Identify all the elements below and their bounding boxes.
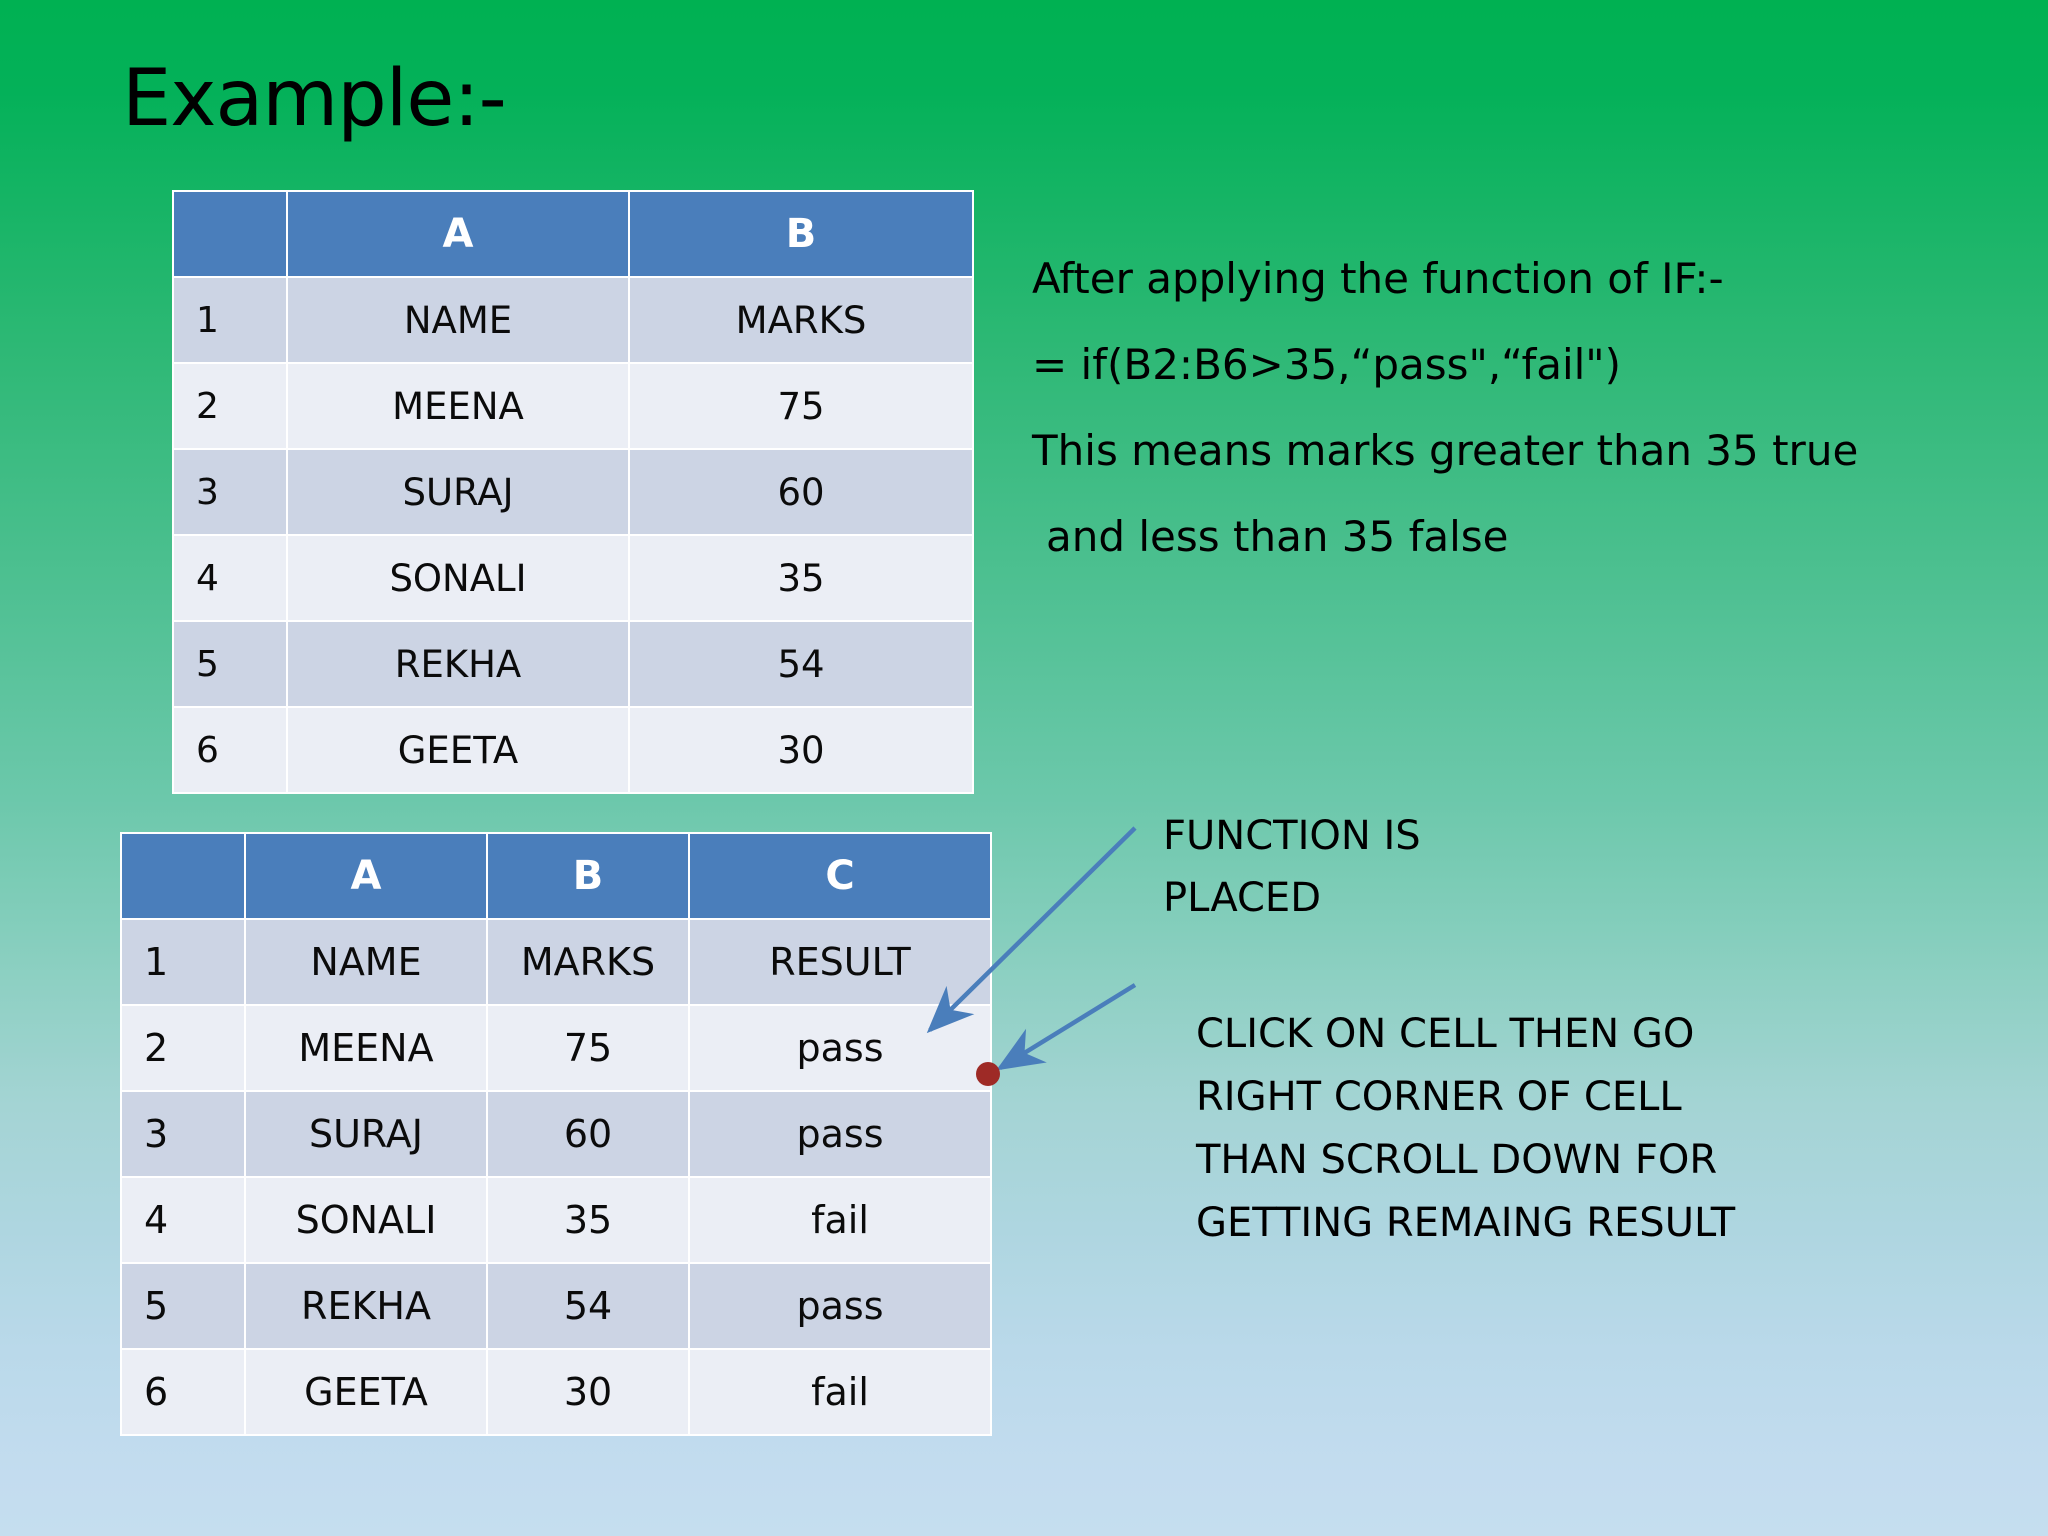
cell-marks[interactable]: 35 [488, 1178, 688, 1262]
row-number[interactable]: 5 [122, 1264, 244, 1348]
row-number[interactable]: 2 [122, 1006, 244, 1090]
cell-marks[interactable]: 54 [488, 1264, 688, 1348]
row-number[interactable]: 5 [174, 622, 286, 706]
cell-marks[interactable]: 30 [488, 1350, 688, 1434]
cell-name[interactable]: NAME [288, 278, 628, 362]
table-row: 4 SONALI 35 fail [122, 1178, 990, 1262]
cell-name[interactable]: SURAJ [288, 450, 628, 534]
row-number[interactable]: 6 [122, 1350, 244, 1434]
column-header-b[interactable]: B [488, 834, 688, 918]
explanation-line-meaning-1: This means marks greater than 35 true [1032, 426, 1859, 475]
cell-name[interactable]: SURAJ [246, 1092, 486, 1176]
cell-result[interactable]: fail [690, 1178, 990, 1262]
table-row: 3 SURAJ 60 [174, 450, 972, 534]
table-row: 3 SURAJ 60 pass [122, 1092, 990, 1176]
column-header-b[interactable]: B [630, 192, 972, 276]
cell-name[interactable]: MEENA [246, 1006, 486, 1090]
cell-name[interactable]: SONALI [246, 1178, 486, 1262]
note-fill-handle-steps: CLICK ON CELL THEN GO RIGHT CORNER OF CE… [1196, 1003, 1735, 1255]
note-function-placed-line-1: FUNCTION IS [1163, 813, 1421, 859]
marks-table: A B 1 NAME MARKS 2 MEENA 75 3 SURAJ 60 4… [172, 190, 974, 794]
cell-name[interactable]: GEETA [246, 1350, 486, 1434]
cell-marks[interactable]: MARKS [488, 920, 688, 1004]
cell-result[interactable]: fail [690, 1350, 990, 1434]
explanation-line-formula: = if(B2:B6>35,“pass",“fail") [1032, 340, 1622, 389]
cell-result[interactable]: pass [690, 1006, 990, 1090]
cell-name[interactable]: REKHA [288, 622, 628, 706]
table-row: 2 MEENA 75 pass [122, 1006, 990, 1090]
row-number[interactable]: 1 [174, 278, 286, 362]
page-title: Example:- [122, 54, 507, 144]
cell-name[interactable]: REKHA [246, 1264, 486, 1348]
result-table: A B C 1 NAME MARKS RESULT 2 MEENA 75 pas… [120, 832, 992, 1436]
cell-name[interactable]: SONALI [288, 536, 628, 620]
cell-result[interactable]: RESULT [690, 920, 990, 1004]
table-row: 5 REKHA 54 pass [122, 1264, 990, 1348]
explanation-line-intro: After applying the function of IF:- [1032, 254, 1724, 303]
row-number[interactable]: 2 [174, 364, 286, 448]
cell-name[interactable]: GEETA [288, 708, 628, 792]
table-row: 6 GEETA 30 fail [122, 1350, 990, 1434]
cell-marks[interactable]: 75 [630, 364, 972, 448]
row-number[interactable]: 1 [122, 920, 244, 1004]
row-number[interactable]: 3 [122, 1092, 244, 1176]
table-row: 2 MEENA 75 [174, 364, 972, 448]
column-header-a[interactable]: A [246, 834, 486, 918]
explanation-line-meaning-2: and less than 35 false [1046, 512, 1509, 561]
row-number[interactable]: 3 [174, 450, 286, 534]
column-header-c[interactable]: C [690, 834, 990, 918]
cell-result[interactable]: pass [690, 1264, 990, 1348]
note-function-placed-line-2: PLACED [1163, 875, 1321, 921]
corner-cell [174, 192, 286, 276]
cell-marks[interactable]: 60 [630, 450, 972, 534]
table-row: 5 REKHA 54 [174, 622, 972, 706]
cell-marks[interactable]: 60 [488, 1092, 688, 1176]
cell-marks[interactable]: 54 [630, 622, 972, 706]
cell-marks[interactable]: 35 [630, 536, 972, 620]
corner-cell [122, 834, 244, 918]
note-steps-line-4: GETTING REMAING RESULT [1196, 1200, 1736, 1246]
note-steps-line-1: CLICK ON CELL THEN GO [1196, 1011, 1695, 1057]
row-number[interactable]: 6 [174, 708, 286, 792]
table-header-row: A B [174, 192, 972, 276]
cell-name[interactable]: MEENA [288, 364, 628, 448]
note-steps-line-3: THAN SCROLL DOWN FOR [1196, 1137, 1718, 1183]
arrow-to-fill-handle [996, 983, 1137, 1071]
cell-marks[interactable]: 75 [488, 1006, 688, 1090]
table-row: 1 NAME MARKS [174, 278, 972, 362]
explanation-text-block: After applying the function of IF:- = if… [1032, 236, 1992, 580]
table-row: 4 SONALI 35 [174, 536, 972, 620]
cell-name[interactable]: NAME [246, 920, 486, 1004]
column-header-a[interactable]: A [288, 192, 628, 276]
cell-marks[interactable]: 30 [630, 708, 972, 792]
note-steps-line-2: RIGHT CORNER OF CELL [1196, 1074, 1682, 1120]
table-row: 6 GEETA 30 [174, 708, 972, 792]
table-row: 1 NAME MARKS RESULT [122, 920, 990, 1004]
note-function-placed: FUNCTION IS PLACED [1163, 805, 1421, 929]
row-number[interactable]: 4 [122, 1178, 244, 1262]
cell-marks[interactable]: MARKS [630, 278, 972, 362]
cell-result[interactable]: pass [690, 1092, 990, 1176]
table-header-row: A B C [122, 834, 990, 918]
row-number[interactable]: 4 [174, 536, 286, 620]
